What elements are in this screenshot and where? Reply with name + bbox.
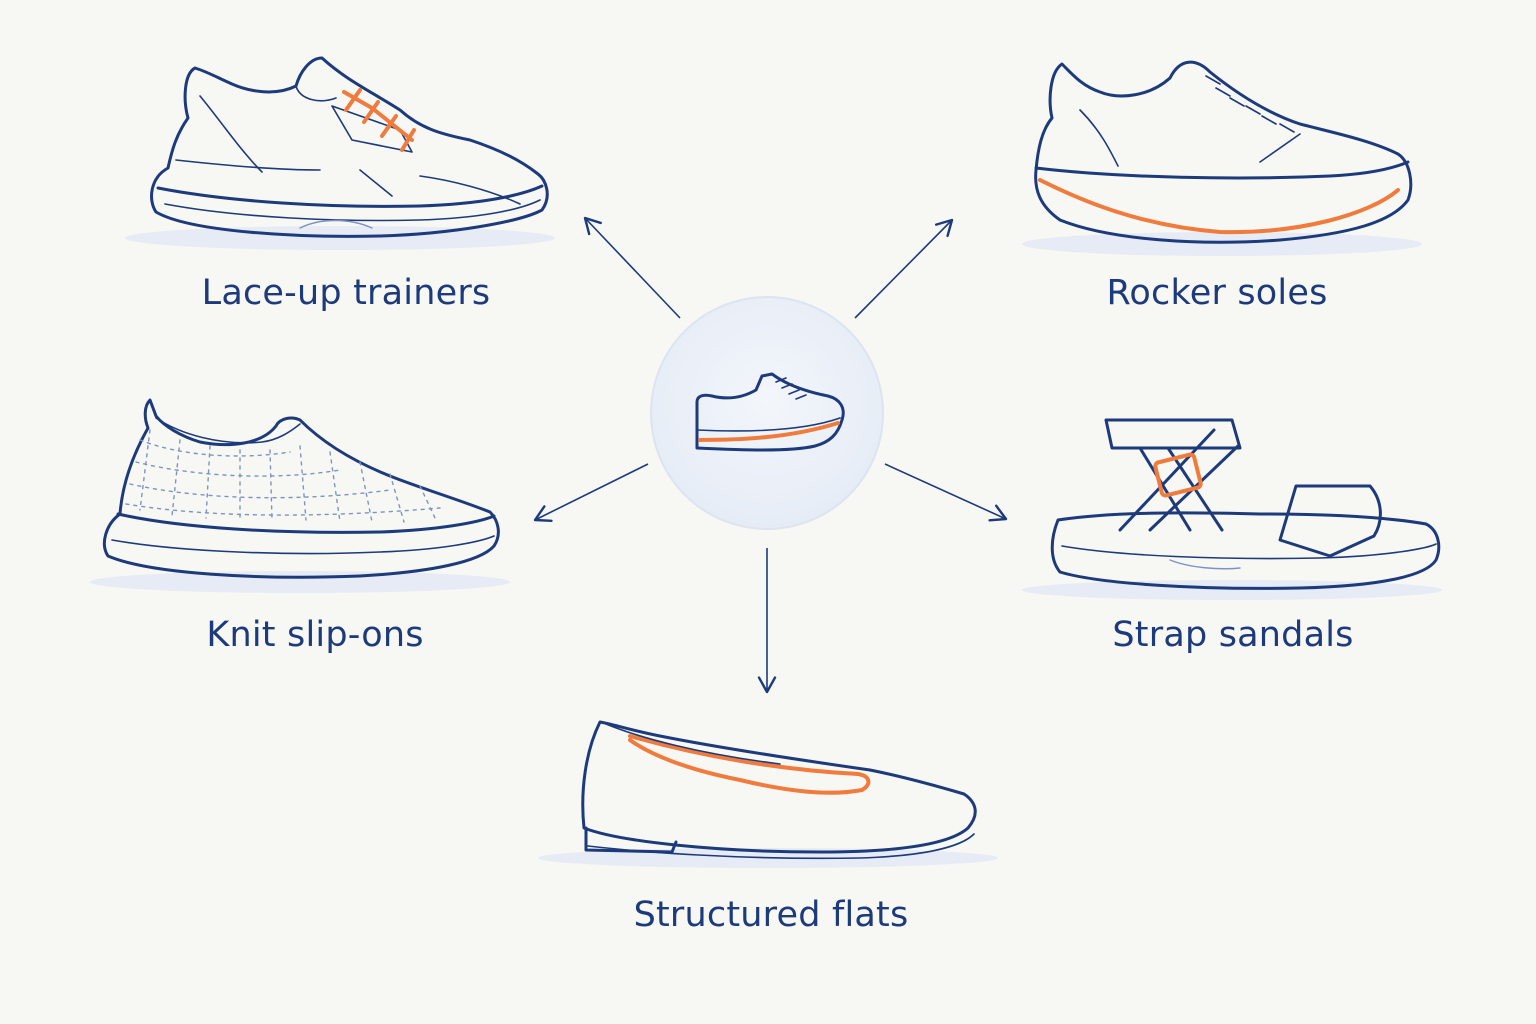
strap-sandal-icon (1022, 418, 1442, 600)
arrow-to-strap-sandals (884, 463, 1008, 522)
knit-slip-on-icon (90, 398, 510, 593)
lace-up-trainer-icon (125, 56, 555, 250)
label-structured-flats: Structured flats (634, 895, 909, 935)
label-rocker-soles: Rocker soles (1106, 273, 1327, 313)
connector-arrows (533, 216, 1008, 694)
shoe-icon (695, 372, 845, 452)
trainer-laces (342, 88, 416, 152)
structured-flat-icon (538, 720, 998, 868)
label-strap-sandals: Strap sandals (1112, 615, 1353, 655)
label-knit-slip-ons: Knit slip-ons (206, 615, 423, 655)
center-hub (650, 296, 884, 530)
arrow-to-rocker-soles (854, 218, 954, 319)
rocker-sole-shoe-icon (1022, 60, 1422, 256)
sandal-buckle (1153, 452, 1203, 498)
knit-texture (125, 429, 441, 523)
arrow-to-knit-slip-ons (533, 463, 649, 522)
label-lace-up-trainers: Lace-up trainers (202, 273, 491, 313)
arrow-to-lace-up-trainers (583, 216, 681, 319)
